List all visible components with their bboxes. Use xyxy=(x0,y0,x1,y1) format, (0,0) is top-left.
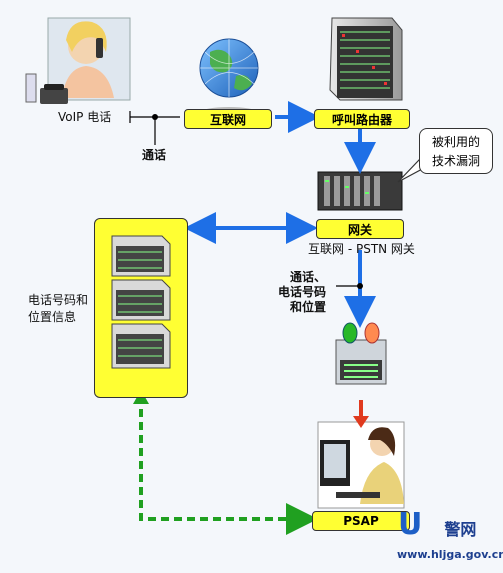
call-info-label: 通话、 电话号码 和位置 xyxy=(262,270,326,315)
watermark-logo-chars: 警网 xyxy=(444,520,477,539)
call-label: 通话 xyxy=(142,148,167,162)
link-db-psap-dashed xyxy=(139,396,318,535)
gateway-subtitle: 互联网 - PSTN 网关 xyxy=(308,242,415,256)
exploit-callout: 被利用的 技术漏洞 xyxy=(419,128,493,174)
psap-operator-illustration xyxy=(317,421,405,509)
psap-console xyxy=(335,322,387,385)
call-info-line-3: 和位置 xyxy=(289,300,326,314)
call-router-rack xyxy=(329,17,403,101)
voip-phone-device xyxy=(25,73,68,104)
callout-line-2: 技术漏洞 xyxy=(431,154,480,168)
watermark-logo: U 警网 xyxy=(398,510,476,540)
db-label-line-2: 位置信息 xyxy=(28,310,77,324)
watermark-url: www.hljga.gov.cn xyxy=(397,548,503,561)
watermark-logo-letter: U xyxy=(398,507,423,542)
call-info-line-1: 通话、 xyxy=(289,270,326,284)
internet-tag: 互联网 xyxy=(184,109,272,129)
callout-line-1: 被利用的 xyxy=(431,135,480,149)
psap-tag: PSAP xyxy=(312,511,410,531)
voip-phone-label: VoIP 电话 xyxy=(58,110,112,124)
call-info-line-2: 电话号码 xyxy=(277,285,326,299)
call-router-tag: 呼叫路由器 xyxy=(314,109,410,129)
gateway-tag: 网关 xyxy=(316,219,404,239)
db-info-label: 电话号码和 位置信息 xyxy=(28,292,88,326)
voip-caller-illustration xyxy=(47,17,131,101)
db-label-line-1: 电话号码和 xyxy=(28,293,89,307)
